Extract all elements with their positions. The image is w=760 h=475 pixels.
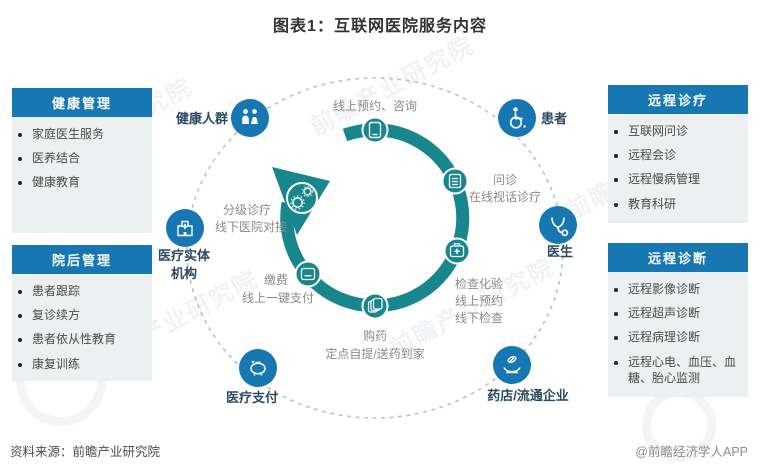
step-label-pay-1: 缴费 — [264, 272, 288, 287]
list-item: 远程慢病管理 — [628, 171, 746, 187]
medicine-node — [361, 292, 389, 320]
pay-card-icon — [300, 267, 316, 281]
list-item: 家庭医生服务 — [32, 126, 150, 142]
step-label-medicine-1: 购药 — [363, 328, 387, 343]
record-list-icon — [448, 173, 462, 189]
list-item: 远程影像诊断 — [628, 281, 746, 297]
step-label-referral-1: 分级诊疗 — [223, 203, 271, 217]
pharmacy-node — [493, 346, 531, 384]
referral-node — [286, 182, 318, 214]
payment-node — [239, 349, 277, 387]
page-title: 图表1：互联网医院服务内容 — [273, 18, 487, 35]
source-note: 资料来源：前瞻产业研究院 — [10, 445, 161, 459]
piggy-bank-icon — [250, 360, 266, 376]
step-label-booking: 线上预约、咨询 — [333, 98, 417, 113]
tablet-icon — [368, 121, 382, 139]
step-label-consult-1: 问诊 — [493, 173, 517, 187]
exam-node — [443, 237, 471, 265]
list-item: 患者跟踪 — [32, 283, 150, 299]
step-label-exam-1: 检查化验 — [455, 276, 503, 291]
hospital-building-icon — [177, 220, 193, 237]
institution-node — [166, 209, 204, 247]
panel-header: 健康管理 — [12, 88, 152, 117]
gears-icon — [290, 185, 314, 210]
wheelchair-icon — [509, 107, 526, 129]
pay-node — [294, 260, 322, 288]
institution-label-line1: 医疗实体 — [158, 248, 211, 263]
pharmacy-label: 药店/流通企业 — [487, 388, 569, 403]
list-item: 远程会诊 — [628, 147, 746, 163]
doctor-label: 医生 — [547, 244, 573, 259]
medical-kit-icon — [449, 243, 465, 258]
list-item: 教育科研 — [628, 196, 746, 212]
panel-header: 远程诊疗 — [608, 85, 748, 114]
list-item: 患者依从性教育 — [32, 331, 150, 347]
step-label-medicine-2: 定点自提/送药到家 — [325, 346, 424, 361]
consultation-node — [441, 167, 469, 195]
pill-pack-icon — [367, 297, 383, 313]
institution-label-line2: 机构 — [171, 266, 197, 281]
list-item: 互联网问诊 — [628, 123, 746, 139]
list-item: 远程超声诊断 — [628, 305, 746, 321]
panel-list: 远程影像诊断 远程超声诊断 远程病理诊断 远程心电、血压、血糖、胎心监测 — [608, 281, 746, 386]
patient-node — [498, 99, 536, 137]
people-icon — [242, 109, 258, 124]
step-label-pay-2: 线上一键支付 — [242, 291, 314, 305]
panel-remote-care: 远程诊疗 互联网问诊 远程会诊 远程慢病管理 教育科研 — [608, 85, 748, 223]
patient-label: 患者 — [541, 111, 567, 126]
service-cycle-diagram: 线上预约、咨询 问诊 在线视话诊疗 检查化验 线上预约 线下检查 购药 定点自提… — [158, 77, 577, 419]
panel-list: 家庭医生服务 医养结合 健康教育 — [12, 126, 150, 191]
stethoscope-icon — [551, 217, 569, 237]
step-label-referral-2: 线下医院对接 — [215, 219, 287, 234]
doctor-node — [539, 206, 577, 244]
list-item: 康复训练 — [32, 356, 150, 372]
list-item: 复诊续方 — [32, 307, 150, 323]
list-item: 远程病理诊断 — [628, 329, 746, 345]
panel-post-hospital-management: 院后管理 患者跟踪 复诊续方 患者依从性教育 康复训练 — [12, 245, 152, 381]
credit-note: @前瞻经济学人APP — [635, 445, 748, 459]
hand-pill-icon — [503, 355, 521, 374]
panel-header: 院后管理 — [12, 245, 152, 274]
list-item: 远程心电、血压、血糖、胎心监测 — [628, 354, 746, 386]
step-label-consult-2: 在线视话诊疗 — [469, 189, 541, 204]
step-label-exam-3: 线下检查 — [455, 310, 503, 325]
list-item: 健康教育 — [32, 174, 150, 190]
booking-node — [361, 116, 389, 144]
list-item: 医养结合 — [32, 150, 150, 166]
payment-label: 医疗支付 — [226, 390, 278, 405]
panel-list: 患者跟踪 复诊续方 患者依从性教育 康复训练 — [12, 283, 150, 372]
step-label-exam-2: 线上预约 — [455, 293, 503, 308]
panel-header: 远程诊断 — [608, 243, 748, 272]
outer-dashed-circle — [186, 77, 564, 419]
healthy-people-node — [231, 99, 269, 137]
panel-list: 互联网问诊 远程会诊 远程慢病管理 教育科研 — [608, 123, 746, 212]
healthy-people-label: 健康人群 — [176, 111, 228, 126]
panel-remote-diagnosis: 远程诊断 远程影像诊断 远程超声诊断 远程病理诊断 远程心电、血压、血糖、胎心监… — [608, 243, 748, 397]
panel-health-management: 健康管理 家庭医生服务 医养结合 健康教育 — [12, 88, 152, 233]
